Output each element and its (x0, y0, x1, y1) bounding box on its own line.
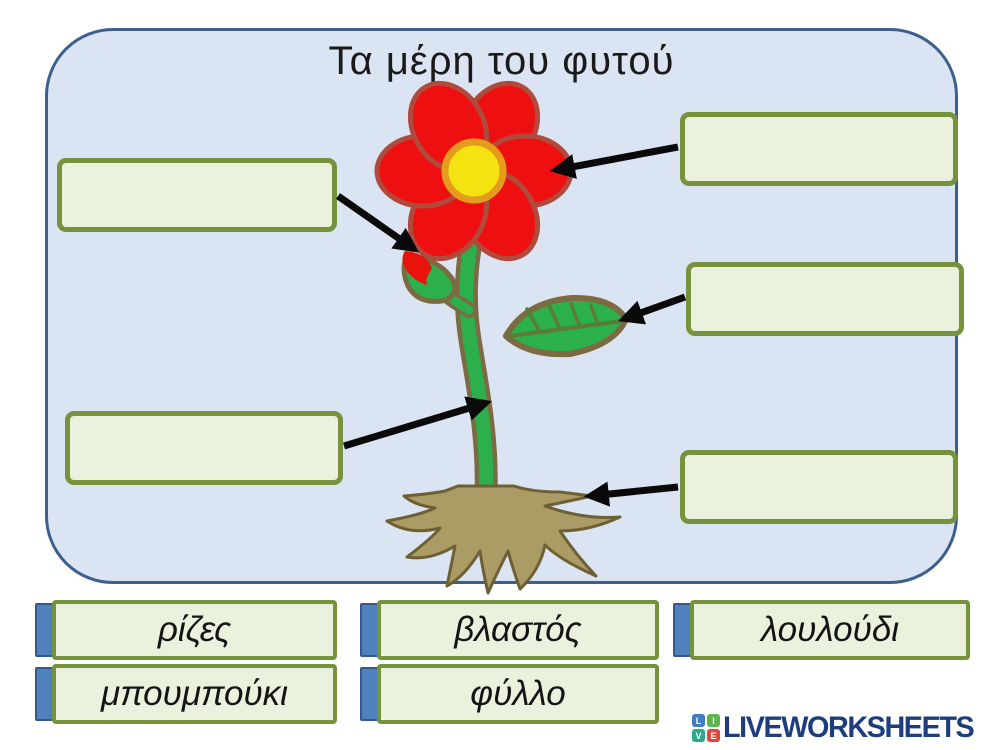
logo-square-i: I (707, 714, 720, 727)
word-label: φύλλο (470, 674, 566, 713)
answer-box-leaf[interactable] (686, 262, 964, 336)
liveworksheets-logo: L I V E LIVEWORKSHEETS (692, 708, 984, 748)
answer-box-bud[interactable] (57, 158, 337, 232)
page-title: Τα μέρη του φυτού (328, 39, 675, 83)
answer-box-roots[interactable] (680, 450, 958, 524)
word-label: μπουμπούκι (101, 674, 288, 713)
answer-box-flower[interactable] (680, 112, 958, 186)
logo-squares-icon: L I V E (692, 714, 720, 742)
logo-square-v: V (692, 729, 705, 742)
word-label: ρίζες (157, 610, 232, 649)
answer-box-stem[interactable] (65, 411, 343, 485)
word-label: λουλούδι (760, 610, 900, 649)
logo-brand-text: LIVEWORKSHEETS (723, 711, 975, 744)
word-label: βλαστός (454, 610, 582, 649)
logo-square-e: E (707, 729, 720, 742)
logo-square-l: L (692, 714, 705, 727)
